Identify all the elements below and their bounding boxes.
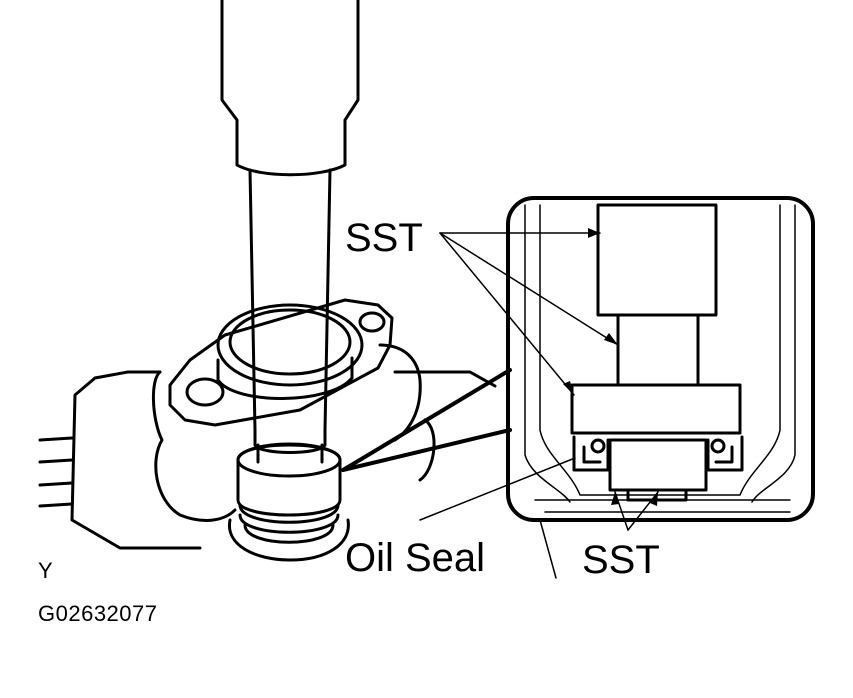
sst-label-top: SST: [345, 216, 423, 260]
figure-id-label: G02632077: [38, 601, 158, 626]
leader-section-edge: [539, 519, 557, 579]
leader-lines: [419, 232, 659, 579]
zoom-pointer: [341, 368, 512, 472]
leader-sst-top-2: [439, 232, 619, 346]
leader-sst-bottom-2: [627, 491, 659, 531]
seal-installation-area: [228, 442, 350, 562]
leader-sst-top-3: [439, 232, 575, 396]
inset-detail: [506, 196, 815, 522]
sst-label-bottom: SST: [582, 538, 660, 582]
leader-oil-seal: [419, 457, 576, 521]
oil-seal-label: Oil Seal: [345, 536, 486, 580]
mounting-flange: [168, 298, 394, 427]
leader-sst-bottom-1: [614, 491, 629, 531]
leader-arrowheads: [563, 228, 658, 506]
view-code-label: Y: [38, 558, 54, 583]
press-shaft: [220, 0, 360, 464]
